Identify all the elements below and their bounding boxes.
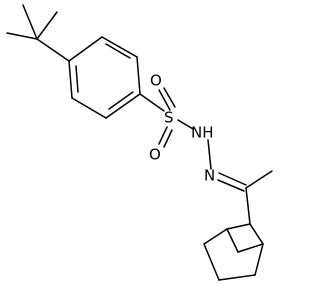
bond-ring-to-sulfur xyxy=(139,93,165,112)
cage-bond-3 xyxy=(218,274,256,281)
bond-tbutyl-methyl-right xyxy=(36,11,58,40)
ring-bond-4 xyxy=(105,93,141,119)
bond-tbutyl-methyl-left xyxy=(6,32,38,40)
nitrogen-label: N xyxy=(204,167,215,185)
sulfur-label: S xyxy=(164,109,174,127)
ring-bond-1 xyxy=(68,36,103,62)
bond-s-o-lower-2 xyxy=(163,129,173,148)
norbornane-cage xyxy=(203,223,264,281)
bond-c-to-norbornane xyxy=(245,187,251,225)
bond-s-o-lower-1 xyxy=(158,126,168,145)
bond-tbutyl-to-ring xyxy=(36,38,70,62)
ring-double-bond-a xyxy=(105,43,131,59)
cage-bond-6 xyxy=(226,223,251,230)
sulfonyl-group xyxy=(139,87,194,148)
benzene-ring xyxy=(68,36,141,119)
nh-label: NH xyxy=(191,124,214,142)
molecule-structure-diagram: S O O NH N xyxy=(6,4,273,281)
hydrazone-linkage xyxy=(207,139,273,225)
ring-double-bond-c xyxy=(75,65,79,93)
cage-bond-5 xyxy=(203,228,228,245)
bond-nh-to-n xyxy=(207,139,212,170)
bond-n-c-double-1 xyxy=(217,179,245,192)
ring-bond-2 xyxy=(101,36,138,58)
tert-butyl-group xyxy=(6,4,70,62)
bond-n-c-double-2 xyxy=(218,172,247,186)
oxygen-label-lower: O xyxy=(149,146,161,164)
atom-labels: S O O NH N xyxy=(149,72,215,185)
cage-bond-bridge-2 xyxy=(237,243,264,253)
ring-double-bond-b xyxy=(108,91,134,110)
bond-s-o-upper-1 xyxy=(158,89,171,111)
bond-c-methyl xyxy=(245,170,273,189)
bond-tbutyl-methyl-top xyxy=(22,4,38,40)
oxygen-label-upper: O xyxy=(150,72,162,90)
cage-bond-4 xyxy=(203,243,220,281)
cage-bond-1 xyxy=(249,223,264,245)
cage-bond-bridge-1 xyxy=(226,228,239,253)
cage-bond-2 xyxy=(254,243,264,276)
bond-s-o-upper-2 xyxy=(163,87,176,108)
ring-bond-6 xyxy=(68,60,73,99)
ring-bond-5 xyxy=(71,97,107,119)
bond-sulfur-to-nh xyxy=(177,119,194,130)
ring-bond-3 xyxy=(136,56,141,95)
